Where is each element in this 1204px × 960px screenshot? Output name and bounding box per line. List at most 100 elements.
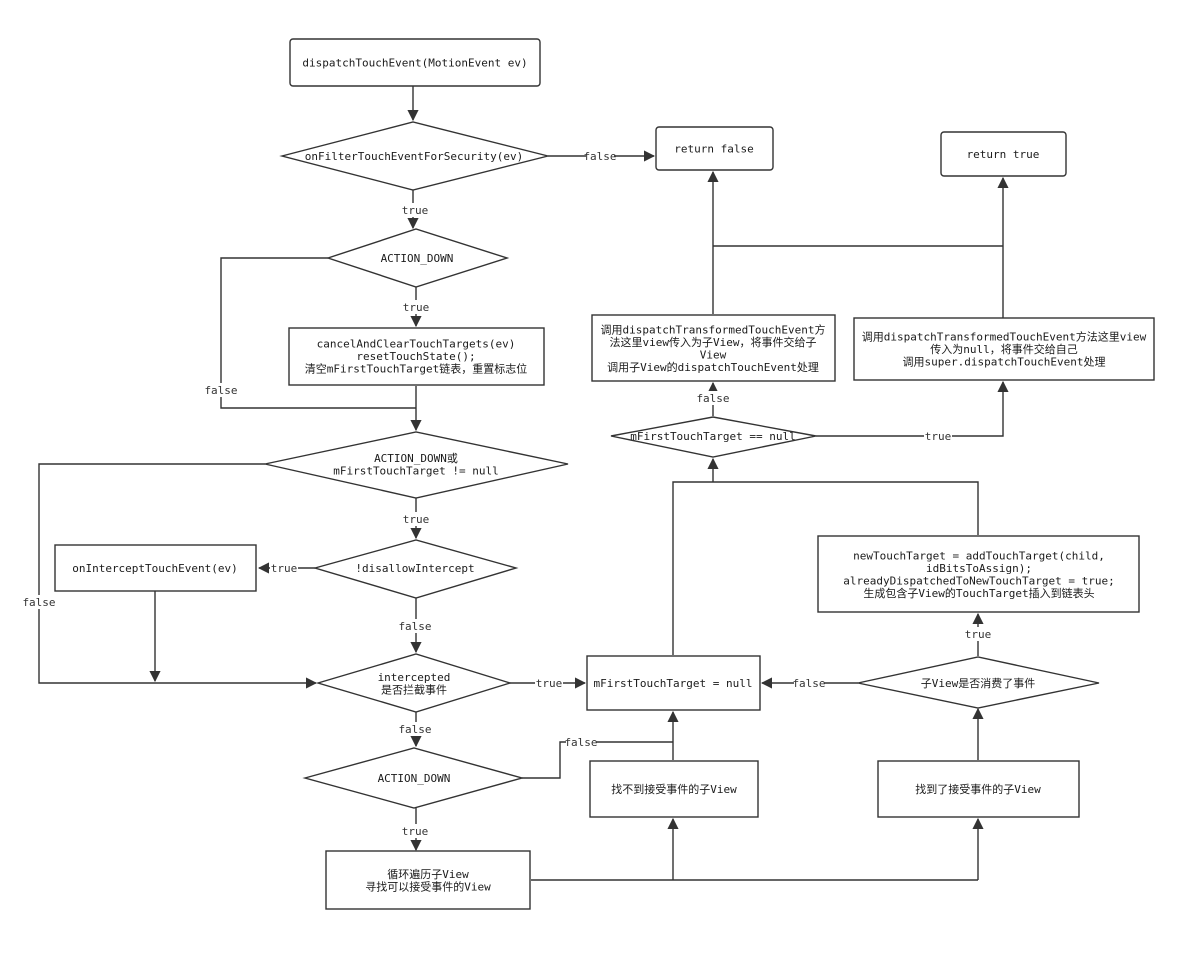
node-text-line: 调用dispatchTransformedTouchEvent方 bbox=[600, 322, 825, 336]
label-down1-false: false bbox=[204, 383, 238, 397]
label-filter-false: false bbox=[583, 149, 617, 163]
node-return-true: return true bbox=[940, 131, 1067, 177]
node-text-line: intercepted bbox=[378, 671, 451, 684]
svg-text:newTouchTarget = addTouchTarge: newTouchTarget = addTouchTarget(child,id… bbox=[843, 549, 1115, 600]
label-intercepted-true: true bbox=[535, 676, 563, 690]
edge-new-target-to-eq bbox=[713, 481, 979, 535]
node-text-line: idBitsToAssign); bbox=[926, 562, 1032, 575]
node-text-line: 传入为null，将事件交给自己 bbox=[930, 342, 1078, 356]
node-text-line: 找不到接受事件的子View bbox=[611, 782, 737, 796]
node-text-line: onFilterTouchEventForSecurity(ev) bbox=[305, 150, 524, 163]
node-text-line: resetTouchState(); bbox=[356, 350, 475, 363]
node-first-target-eq-null: mFirstTouchTarget == null bbox=[610, 416, 817, 458]
svg-text:true: true bbox=[403, 513, 430, 526]
node-text-line: mFirstTouchTarget = null bbox=[594, 677, 753, 690]
node-text-line: 调用子View的dispatchTouchEvent处理 bbox=[607, 360, 819, 374]
svg-text:找到了接受事件的子View: 找到了接受事件的子View bbox=[915, 782, 1041, 796]
svg-text:子View是否消费了事件: 子View是否消费了事件 bbox=[921, 676, 1036, 690]
node-text-line: 寻找可以接受事件的View bbox=[365, 879, 491, 893]
svg-text:false: false bbox=[583, 150, 616, 163]
svg-text:true: true bbox=[965, 628, 992, 641]
label-down2-false: false bbox=[564, 735, 598, 749]
node-found-child: 找到了接受事件的子View bbox=[877, 760, 1080, 818]
node-disallow-intercept: !disallowIntercept bbox=[312, 539, 519, 599]
node-text-line: alreadyDispatchedToNewTouchTarget = true… bbox=[843, 574, 1115, 587]
svg-text:false: false bbox=[204, 384, 237, 397]
node-text-line: mFirstTouchTarget == null bbox=[630, 430, 796, 443]
node-text-line: 调用super.dispatchTouchEvent处理 bbox=[903, 356, 1106, 369]
label-down2-true: true bbox=[401, 824, 429, 838]
label-eqnull-false: false bbox=[696, 391, 730, 405]
svg-text:false: false bbox=[792, 677, 825, 690]
edge-down1-false bbox=[220, 257, 416, 409]
svg-text:mFirstTouchTarget == null: mFirstTouchTarget == null bbox=[630, 430, 796, 443]
label-consumed-false: false bbox=[792, 676, 826, 690]
edge-down-or-target-false bbox=[38, 463, 318, 689]
label-disallow-false: false bbox=[398, 619, 432, 633]
node-text-line: dispatchTouchEvent(MotionEvent ev) bbox=[302, 57, 527, 70]
svg-text:true: true bbox=[536, 677, 563, 690]
node-text-line: return true bbox=[967, 148, 1040, 161]
node-text-line: ACTION_DOWN或 bbox=[374, 452, 458, 465]
node-text-line: !disallowIntercept bbox=[355, 562, 474, 575]
svg-text:mFirstTouchTarget = null: mFirstTouchTarget = null bbox=[594, 677, 753, 690]
node-action-down-1: ACTION_DOWN bbox=[325, 228, 510, 288]
svg-text:调用dispatchTransformedTouchEven: 调用dispatchTransformedTouchEvent方法这里view传… bbox=[600, 322, 825, 374]
node-return-false: return false bbox=[655, 126, 774, 171]
label-down-or-target-true: true bbox=[402, 512, 430, 526]
svg-text:true: true bbox=[271, 562, 298, 575]
svg-text:return false: return false bbox=[674, 143, 753, 156]
svg-text:onFilterTouchEventForSecurity(: onFilterTouchEventForSecurity(ev) bbox=[305, 150, 524, 163]
svg-text:dispatchTouchEvent(MotionEvent: dispatchTouchEvent(MotionEvent ev) bbox=[302, 57, 527, 70]
svg-text:return true: return true bbox=[967, 148, 1040, 161]
svg-text:true: true bbox=[402, 825, 429, 838]
label-disallow-true: true bbox=[270, 561, 298, 575]
node-filter-security: onFilterTouchEventForSecurity(ev) bbox=[279, 121, 549, 191]
node-text-line: 调用dispatchTransformedTouchEvent方法这里view bbox=[862, 330, 1147, 344]
node-text-line: newTouchTarget = addTouchTarget(child, bbox=[853, 549, 1105, 562]
svg-text:false: false bbox=[398, 620, 431, 633]
svg-text:true: true bbox=[925, 430, 952, 443]
svg-text:!disallowIntercept: !disallowIntercept bbox=[355, 562, 474, 575]
node-dispatch-to-child: 调用dispatchTransformedTouchEvent方法这里view传… bbox=[591, 314, 836, 382]
label-consumed-true: true bbox=[964, 627, 992, 641]
node-text-line: cancelAndClearTouchTargets(ev) bbox=[317, 338, 516, 351]
svg-text:cancelAndClearTouchTargets(ev): cancelAndClearTouchTargets(ev)resetTouch… bbox=[305, 338, 528, 376]
label-filter-true: true bbox=[401, 203, 429, 217]
node-text-line: return false bbox=[674, 143, 753, 156]
node-text-line: 找到了接受事件的子View bbox=[915, 782, 1041, 796]
node-set-target-null: mFirstTouchTarget = null bbox=[586, 655, 761, 711]
node-cancel-clear: cancelAndClearTouchTargets(ev)resetTouch… bbox=[288, 327, 545, 386]
node-dispatch-touch-event: dispatchTouchEvent(MotionEvent ev) bbox=[289, 38, 541, 87]
svg-text:false: false bbox=[564, 736, 597, 749]
node-text-line: 清空mFirstTouchTarget链表，重置标志位 bbox=[305, 362, 528, 376]
svg-text:ACTION_DOWN: ACTION_DOWN bbox=[381, 252, 454, 265]
label-eqnull-true: true bbox=[924, 429, 952, 443]
svg-text:ACTION_DOWN: ACTION_DOWN bbox=[378, 772, 451, 785]
node-text-line: ACTION_DOWN bbox=[381, 252, 454, 265]
node-text-line: 子View是否消费了事件 bbox=[921, 676, 1036, 690]
node-no-child: 找不到接受事件的子View bbox=[589, 760, 759, 818]
edge-down2-false bbox=[522, 741, 673, 779]
node-text-line: 循环遍历子View bbox=[387, 868, 469, 881]
node-child-consumed: 子View是否消费了事件 bbox=[857, 656, 1100, 709]
svg-text:true: true bbox=[402, 204, 429, 217]
edge-eqnull-true bbox=[816, 380, 1009, 437]
label-intercepted-false: false bbox=[398, 722, 432, 736]
svg-text:找不到接受事件的子View: 找不到接受事件的子View bbox=[611, 782, 737, 796]
node-text-line: 是否拦截事件 bbox=[381, 682, 447, 696]
svg-text:true: true bbox=[403, 301, 430, 314]
node-text-line: 生成包含子View的TouchTarget插入到链表头 bbox=[863, 586, 1094, 600]
node-action-down-2: ACTION_DOWN bbox=[302, 747, 525, 809]
svg-text:onInterceptTouchEvent(ev): onInterceptTouchEvent(ev) bbox=[72, 562, 238, 575]
svg-text:调用dispatchTransformedTouchEven: 调用dispatchTransformedTouchEvent方法这里view传… bbox=[862, 330, 1147, 369]
svg-text:false: false bbox=[696, 392, 729, 405]
